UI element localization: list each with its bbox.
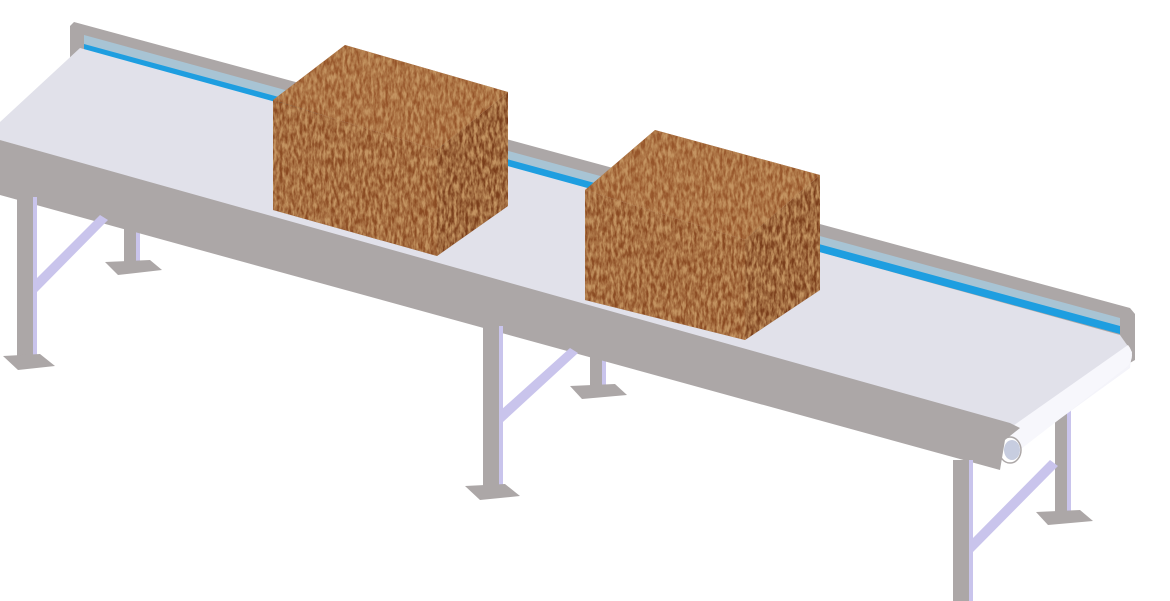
front-left-leg bbox=[3, 197, 108, 370]
box-2 bbox=[585, 130, 820, 340]
back-left-leg bbox=[105, 228, 162, 275]
end-roller bbox=[998, 335, 1132, 464]
front-right-leg bbox=[953, 460, 1058, 601]
box-1 bbox=[273, 45, 508, 256]
back-middle-leg bbox=[570, 355, 627, 399]
front-side-wall bbox=[0, 140, 1020, 470]
back-right-leg bbox=[1036, 410, 1093, 525]
front-middle-leg bbox=[465, 326, 578, 500]
